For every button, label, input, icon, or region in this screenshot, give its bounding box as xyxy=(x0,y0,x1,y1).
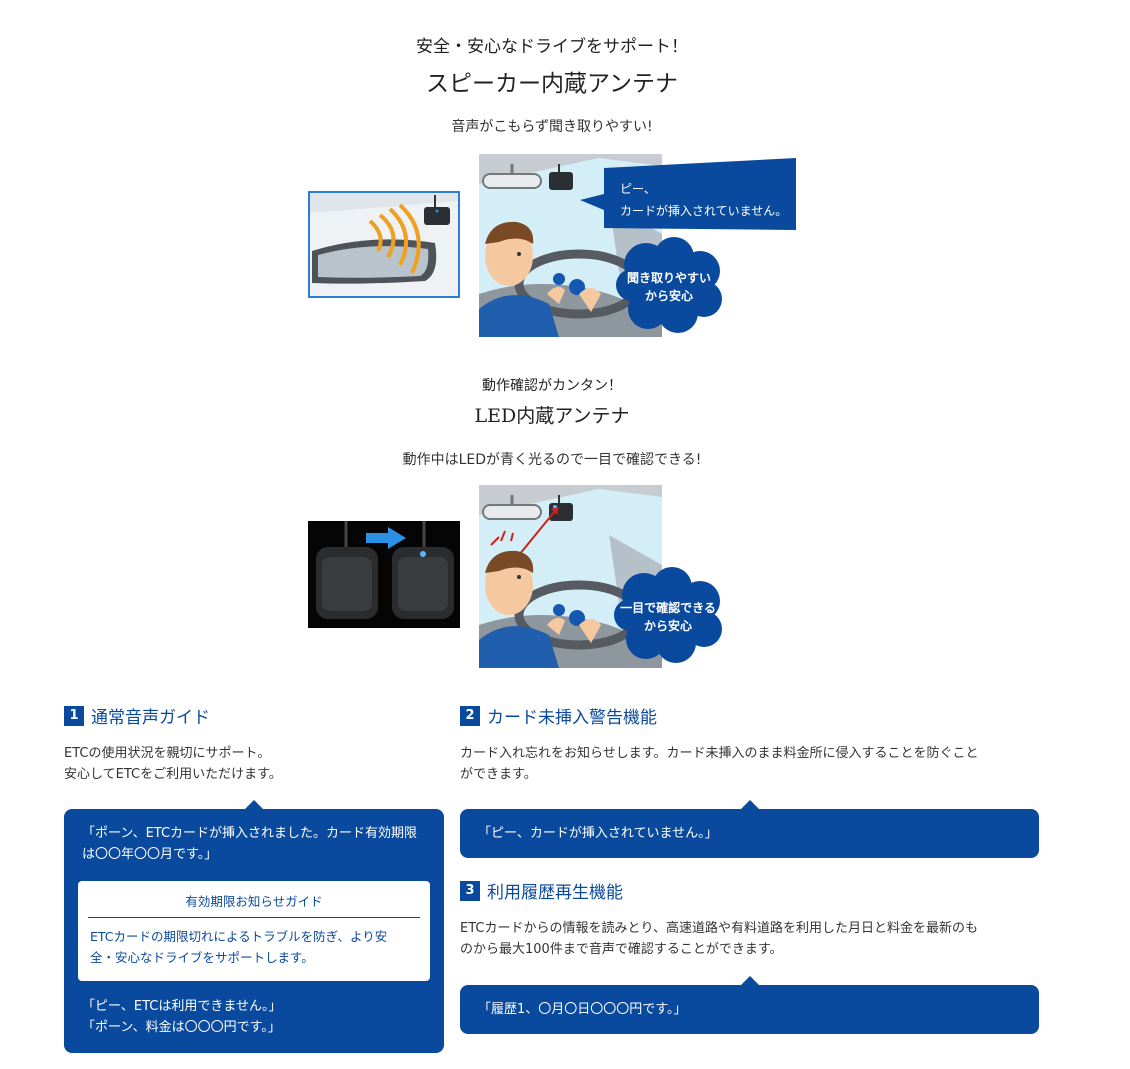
expiry-guide-line-1: ETCカードの期限切れによるトラブルを防ぎ、より安 xyxy=(90,929,388,944)
feature-3-desc-line-1: ETCカードからの情報を読みとり、高速道路や有料道路を利用した月日と料金を最新の… xyxy=(460,921,978,936)
feature-2-card: 「ピー、カードが挿入されていません。」 xyxy=(460,800,1039,858)
speaker-antenna-icon xyxy=(316,521,378,619)
speaker-antenna-icon xyxy=(424,195,450,225)
feature-1-heading: 1 通常音声ガイド xyxy=(64,703,210,728)
expiry-guide-title: 有効期限お知らせガイド xyxy=(88,891,420,918)
cloud-line-2: から安心 xyxy=(643,619,692,633)
feature-1-card-line-2: は〇〇年〇〇月です。」 xyxy=(82,847,218,862)
feature-2-desc-line-2: ができます。 xyxy=(460,767,537,782)
feature-1-card: 「ポーン、ETCカードが挿入されました。カード有効期限 は〇〇年〇〇月です。」 … xyxy=(64,800,444,1053)
feature-1-desc-line-2: 安心してETCをご利用いただけます。 xyxy=(64,767,282,782)
feature-3-card-text: 「履歴1、〇月〇日〇〇〇円です。」 xyxy=(478,1002,687,1017)
section1-subtitle: 安全・安心なドライブをサポート！ xyxy=(416,37,688,57)
expiry-guide-box: 有効期限お知らせガイド ETCカードの期限切れによるトラブルを防ぎ、より安 全・… xyxy=(78,881,430,981)
led-antenna-icon xyxy=(392,521,454,619)
section1-lead: 音声がこもらず聞き取りやすい! xyxy=(451,119,653,135)
feature-2-desc: カード入れ忘れをお知らせします。カード未挿入のまま料金所に侵入することを防ぐこと… xyxy=(460,743,1040,785)
feature-3-desc: ETCカードからの情報を読みとり、高速道路や有料道路を利用した月日と料金を最新の… xyxy=(460,918,1040,960)
feature-1-card-line-3: 「ピー、ETCは利用できません。」 xyxy=(82,999,282,1014)
speech-line-2: カードが挿入されていません。 xyxy=(620,204,788,218)
feature-2-heading: 2 カード未挿入警告機能 xyxy=(460,703,657,728)
arrow-right-icon xyxy=(366,527,406,549)
speaker-antenna-icon xyxy=(549,164,573,190)
cloud-line-1: 一目で確認できる xyxy=(620,601,716,615)
feature-2-title: カード未挿入警告機能 xyxy=(487,708,657,728)
cloud-line-2: から安心 xyxy=(644,289,693,303)
feature-1-title: 通常音声ガイド xyxy=(91,708,210,728)
section2-subtitle: 動作確認がカンタン！ xyxy=(482,378,622,394)
section2-lead: 動作中はLEDが青く光るので一目で確認できる! xyxy=(402,452,702,468)
expiry-guide-line-2: 全・安心なドライブをサポートします。 xyxy=(90,950,314,965)
feature-2-card-text: 「ピー、カードが挿入されていません。」 xyxy=(478,826,718,841)
led-antenna-photo xyxy=(308,521,460,628)
driver-illustration xyxy=(479,530,601,668)
section2-title: LED内蔵アンテナ xyxy=(474,405,630,427)
mirror-speaker-photo xyxy=(308,191,460,298)
feature-2-number: 2 xyxy=(460,705,480,726)
cloud-line-1: 聞き取りやすい xyxy=(626,271,711,285)
feature-1-card-line-4: 「ポーン、料金は〇〇〇円です。」 xyxy=(82,1020,281,1035)
cloud-bubble-1: 聞き取りやすい から安心 xyxy=(616,237,722,333)
feature-3-title: 利用履歴再生機能 xyxy=(487,883,623,903)
feature-2-desc-line-1: カード入れ忘れをお知らせします。カード未挿入のまま料金所に侵入することを防ぐこと xyxy=(460,746,979,761)
speech-line-1: ピー、 xyxy=(620,182,656,196)
feature-3-heading: 3 利用履歴再生機能 xyxy=(460,878,623,903)
speech-banner: ピー、 カードが挿入されていません。 xyxy=(580,158,798,230)
driver-illustration xyxy=(479,221,601,337)
sound-wave-icon xyxy=(368,203,421,274)
section1-title: スピーカー内蔵アンテナ xyxy=(425,71,679,97)
feature-1-number: 1 xyxy=(64,705,84,726)
feature-1-desc-line-1: ETCの使用状況を親切にサポート。 xyxy=(64,746,271,761)
feature-1-desc: ETCの使用状況を親切にサポート。 安心してETCをご利用いただけます。 xyxy=(64,743,444,785)
feature-3-card: 「履歴1、〇月〇日〇〇〇円です。」 xyxy=(460,976,1039,1034)
feature-1-card-line-1: 「ポーン、ETCカードが挿入されました。カード有効期限 xyxy=(82,826,418,841)
feature-3-number: 3 xyxy=(460,880,480,901)
led-antenna-icon xyxy=(549,495,573,521)
cloud-bubble-2: 一目で確認できる から安心 xyxy=(614,567,722,663)
feature-3-desc-line-2: のから最大100件まで音声で確認することができます。 xyxy=(460,942,783,957)
